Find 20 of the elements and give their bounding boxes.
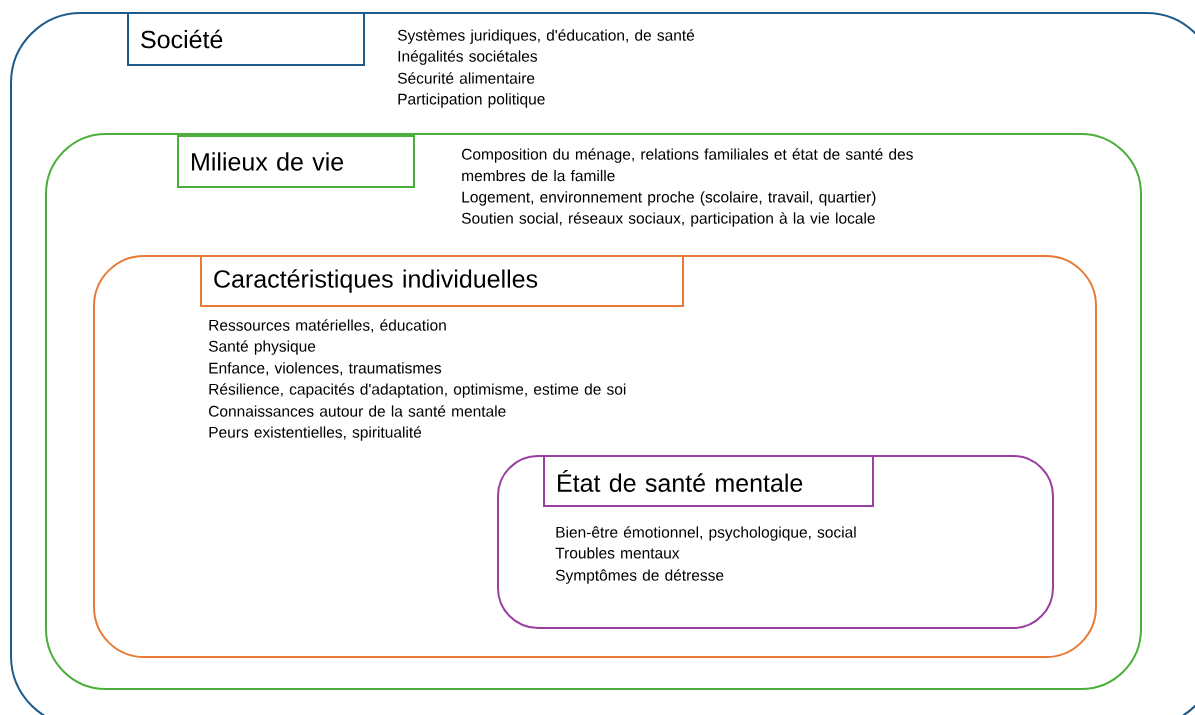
- list-item: Résilience, capacités d'adaptation, optimisme, estime de soi: [209, 383, 626, 398]
- list-item: Bien-être émotionnel, psychologique, social: [556, 526, 856, 541]
- list-item: Sécurité alimentaire: [397, 72, 535, 84]
- heading-box: Société: [127, 12, 365, 66]
- list-item: Connaissances autour de la santé mentale: [209, 405, 506, 417]
- list-item: Troubles mentaux: [555, 547, 680, 559]
- list-item: Symptômes de détresse: [555, 569, 724, 584]
- list-item: Soutien social, réseaux sociaux, participation à la vie locale: [461, 212, 875, 227]
- heading-box: Caractéristiques individuelles: [200, 255, 684, 307]
- list-item: Participation politique: [398, 93, 545, 108]
- list-item: Enfance, violences, traumatismes: [209, 362, 442, 376]
- list-item: Peurs existentielles, spiritualité: [209, 426, 422, 441]
- list-item: Inégalités sociétales: [398, 50, 538, 65]
- list-item: Santé physique: [208, 340, 316, 355]
- list-item: Logement, environnement proche (scolaire, travail, quartier): [462, 191, 876, 206]
- list-item: Systèmes juridiques, d'éducation, de santé: [397, 29, 695, 44]
- heading-box: État de santé mentale: [543, 455, 874, 507]
- list-item: Ressources matérielles, éducation: [209, 319, 446, 333]
- list-item: Composition du ménage, relations familiales et état de santé des membres de la famille: [462, 148, 913, 182]
- heading-box: Milieux de vie: [177, 135, 415, 188]
